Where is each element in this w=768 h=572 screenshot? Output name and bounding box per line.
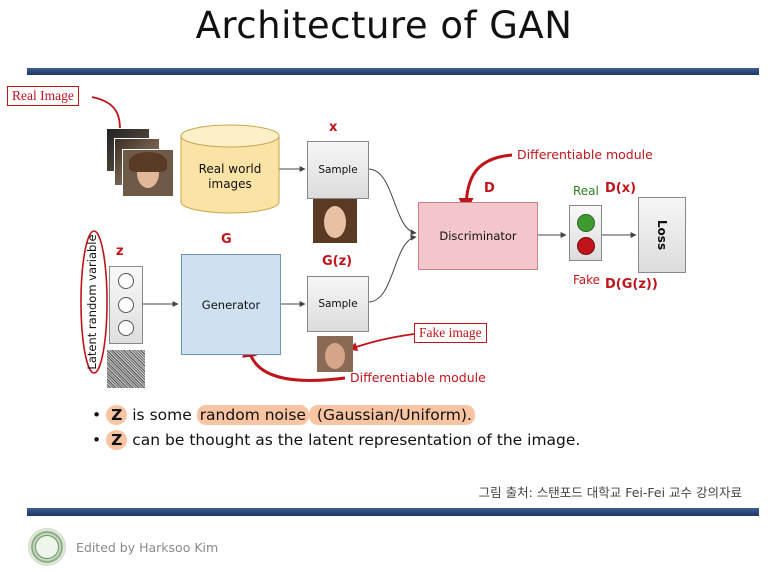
latent-highlight-ellipse — [80, 230, 108, 374]
generator-box: Generator — [181, 254, 281, 355]
bottom-divider — [27, 508, 759, 516]
university-seal-logo — [28, 528, 66, 566]
x-label: x — [329, 120, 338, 135]
real-light-icon — [577, 214, 595, 232]
random-noise-highlight: random noise — [196, 405, 309, 425]
z-label: z — [116, 244, 124, 259]
differentiable-module-bottom-label: Differentiable module — [350, 370, 486, 385]
g-label: G — [221, 232, 232, 247]
fake-label: Fake — [573, 273, 601, 287]
real-photo-front — [122, 149, 174, 197]
latent-node-icon — [118, 297, 134, 313]
source-caption: 그림 출처: 스탠포드 대학교 Fei-Fei 교수 강의자료 — [478, 485, 742, 500]
sample-real-box: Sample — [307, 141, 369, 199]
latent-vector-box — [109, 266, 143, 344]
loss-box: Loss — [638, 197, 686, 273]
discriminator-box: Discriminator — [418, 202, 538, 270]
sample-real-label: Sample — [318, 164, 358, 176]
top-divider — [27, 68, 759, 75]
real-sample-photo — [313, 199, 357, 243]
real-world-images-label: Real world images — [198, 162, 262, 191]
output-indicator — [569, 205, 602, 261]
real-world-images-db — [180, 124, 280, 214]
z-highlight: Z — [106, 430, 128, 450]
fake-image-pointer — [348, 333, 415, 351]
real-sample-to-d-arrow — [367, 168, 417, 236]
real-image-callout: Real Image — [7, 86, 79, 106]
sample-fake-box: Sample — [307, 276, 369, 332]
fake-sample-to-d-arrow — [367, 234, 417, 303]
bullet-2-text: can be thought as the latent representat… — [127, 431, 581, 449]
z-highlight: Z — [106, 405, 128, 425]
bullet-1-text-b: (Gaussian/Uniform). — [308, 405, 475, 425]
latent-random-variable-label: Latent random variable — [85, 234, 99, 370]
d-label: D — [484, 181, 495, 196]
latent-node-icon — [118, 320, 134, 336]
page-title: Architecture of GAN — [195, 4, 573, 47]
real-label: Real — [573, 184, 599, 198]
footer-credit: Edited by Harksoo Kim — [76, 540, 219, 555]
fake-image-callout: Fake image — [414, 323, 487, 343]
sample-fake-label: Sample — [318, 298, 358, 310]
discriminator-label: Discriminator — [439, 229, 517, 243]
latent-node-icon — [118, 273, 134, 289]
dx-label: D(x) — [605, 181, 637, 196]
bullet-1: • Z is some random noise (Gaussian/Unifo… — [92, 405, 475, 425]
dgz-label: D(G(z)) — [605, 277, 658, 292]
fake-sample-photo — [317, 336, 353, 372]
loss-label: Loss — [655, 219, 669, 251]
bullet-2: • Z can be thought as the latent represe… — [92, 430, 581, 450]
noise-image — [107, 350, 145, 388]
differentiable-module-top-label: Differentiable module — [517, 147, 653, 162]
bullet-1-text-a: is some — [127, 406, 197, 424]
fake-light-icon — [577, 237, 595, 255]
diff-module-top-arrow — [458, 153, 513, 213]
generator-label: Generator — [201, 297, 261, 312]
gz-label: G(z) — [322, 254, 353, 269]
